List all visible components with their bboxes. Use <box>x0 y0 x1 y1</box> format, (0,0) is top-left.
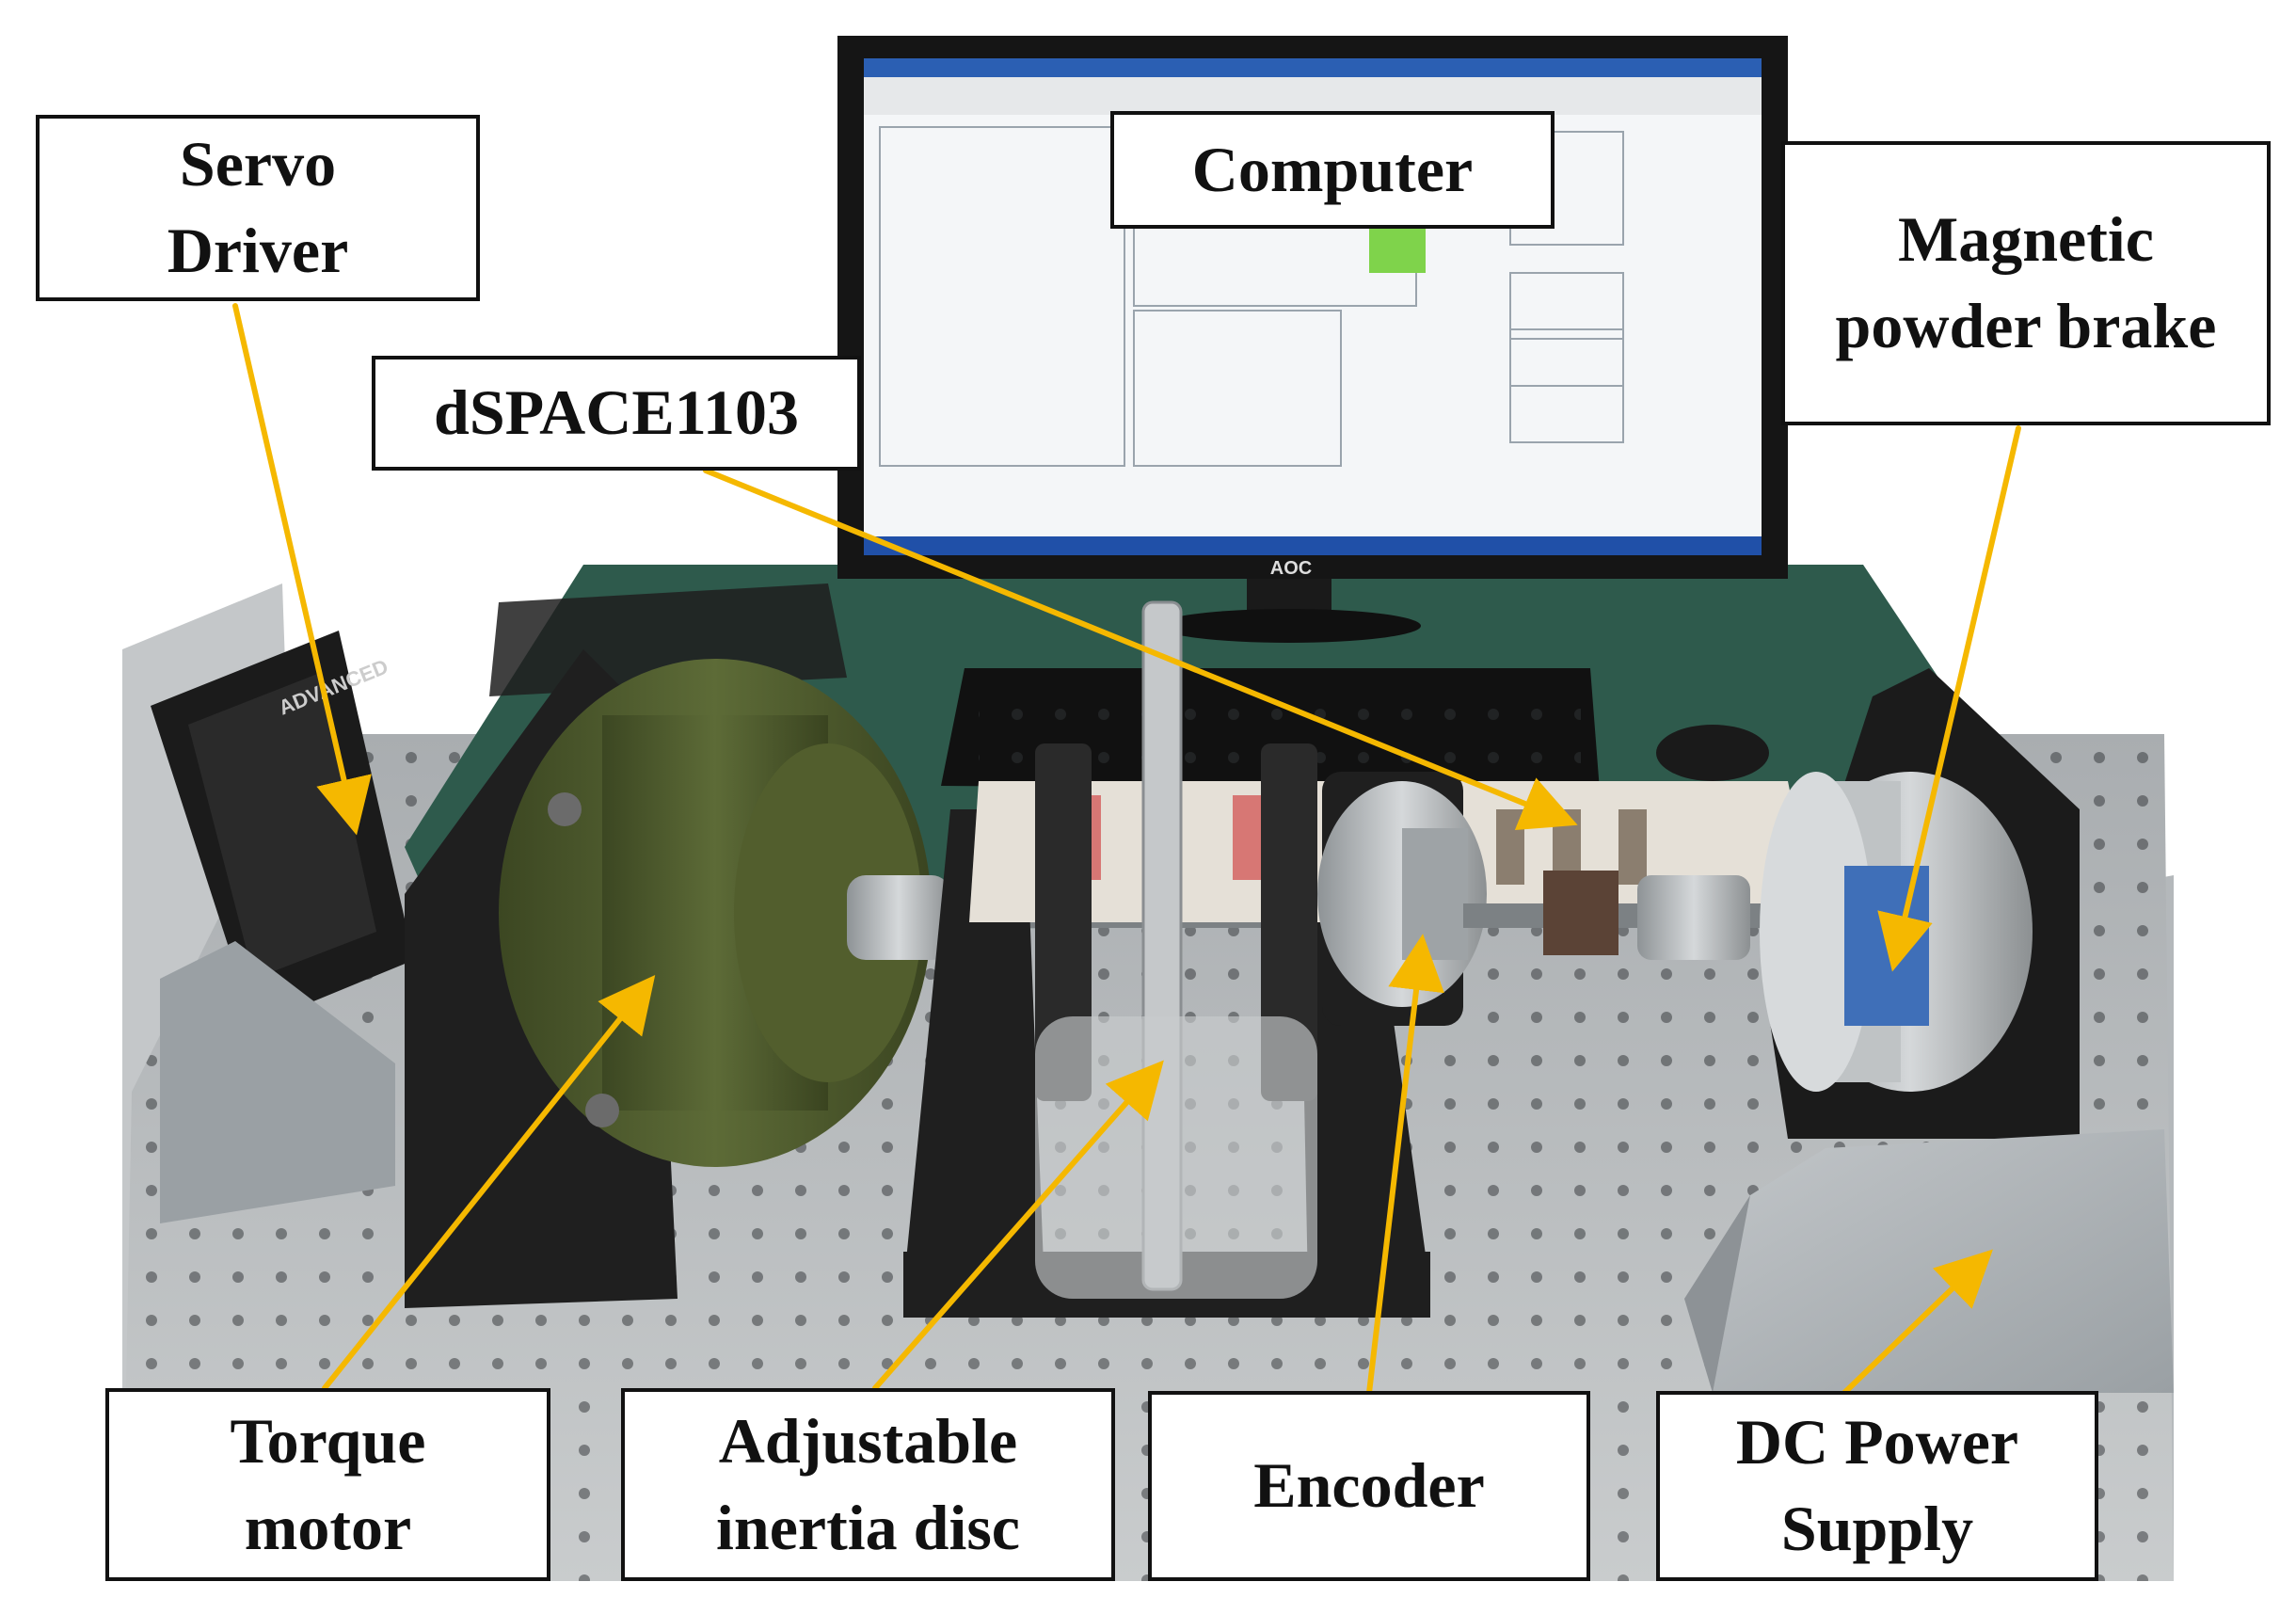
label-brake-line2: powder brake <box>1835 290 2217 361</box>
arrow-encoder <box>1366 934 1444 1396</box>
label-servo-driver-line1: Servo <box>179 128 337 200</box>
mouse <box>1656 725 1769 781</box>
label-inertia-disc: Adjustable inertia disc <box>621 1388 1115 1581</box>
inertia-disc-stand <box>903 809 1044 1289</box>
label-torque-line1: Torque <box>230 1404 426 1477</box>
arrow-dspace <box>703 468 1578 830</box>
computer-monitor: AOC <box>837 36 1788 643</box>
arrow-torque-motor <box>322 974 656 1391</box>
label-torque-motor: Torque motor <box>105 1388 550 1581</box>
arrow-inertia-disc <box>872 1060 1164 1391</box>
arrow-dc-power <box>1842 1249 1993 1396</box>
label-computer-text: Computer <box>1191 133 1474 205</box>
torque-motor-device <box>499 659 932 1167</box>
label-servo-driver: Servo Driver <box>36 115 480 301</box>
encoder-device <box>1317 772 1487 1026</box>
label-encoder-text: Encoder <box>1253 1449 1485 1522</box>
label-inertia-line1: Adjustable <box>718 1404 1018 1477</box>
label-torque-line2: motor <box>244 1491 412 1563</box>
label-servo-driver-line2: Driver <box>167 215 349 286</box>
label-dc-power-supply: DC Power Supply <box>1656 1391 2098 1581</box>
label-brake-line1: Magnetic <box>1898 203 2154 276</box>
monitor-brand: AOC <box>1270 558 1312 579</box>
label-dc-line1: DC Power <box>1735 1406 2019 1478</box>
label-inertia-line2: inertia disc <box>716 1491 1020 1563</box>
label-encoder: Encoder <box>1148 1391 1590 1581</box>
label-dspace: dSPACE1103 <box>372 356 861 471</box>
label-dspace-text: dSPACE1103 <box>434 376 799 449</box>
label-dc-line2: Supply <box>1780 1493 1974 1564</box>
callout-arrows <box>232 303 2021 1396</box>
arrow-servo-driver <box>232 303 372 836</box>
label-computer: Computer <box>1110 111 1555 229</box>
arrow-brake <box>1877 425 2021 972</box>
brake-device <box>1760 668 2080 1139</box>
label-magnetic-powder-brake: Magnetic powder brake <box>1781 141 2271 425</box>
